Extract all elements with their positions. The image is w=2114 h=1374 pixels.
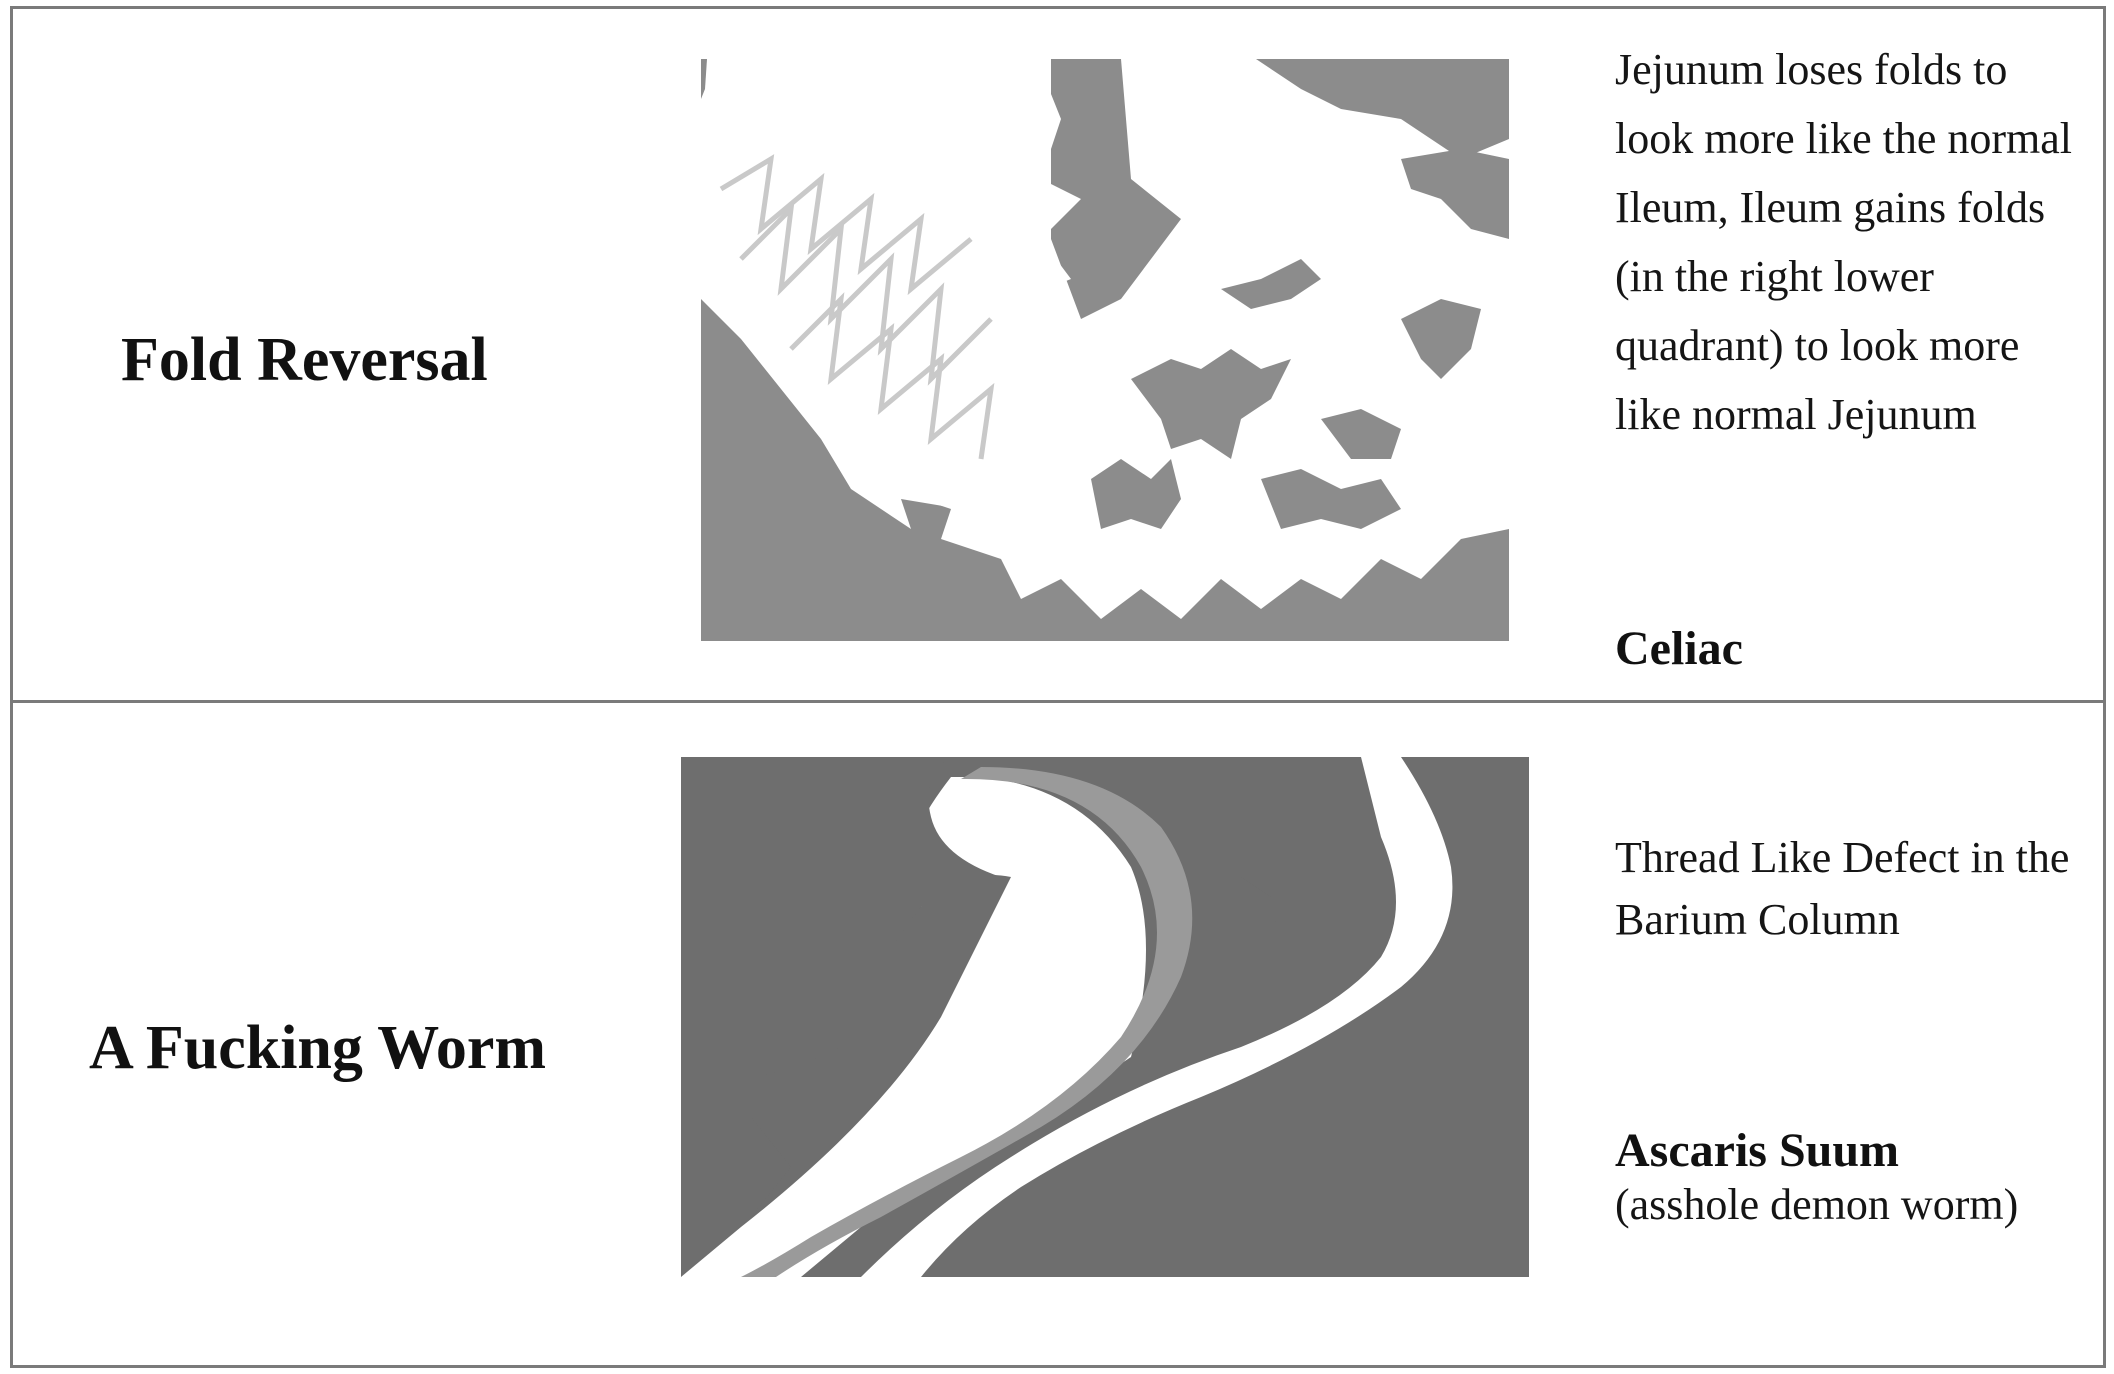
table-row-worm: A Fucking Worm Thread Like Defect in the… — [13, 703, 2103, 1365]
finding-description: Thread Like Defect in the Barium Column — [1615, 833, 2070, 944]
term-label: A Fucking Worm — [89, 1014, 547, 1082]
diagnosis-sublabel: (asshole demon worm) — [1615, 1180, 2019, 1229]
comparison-table: Fold Reversal Jejunum l — [10, 6, 2106, 1368]
diagnosis-label: Celiac — [1615, 622, 1743, 675]
fold-reversal-illustration — [701, 59, 1509, 641]
finding-description: Jejunum loses folds to look more like th… — [1615, 45, 2072, 439]
table-row-fold-reversal: Fold Reversal Jejunum l — [13, 9, 2103, 703]
worm-illustration — [681, 757, 1529, 1277]
term-label: Fold Reversal — [121, 326, 488, 394]
diagnosis-label: Ascaris Suum — [1615, 1124, 1900, 1177]
